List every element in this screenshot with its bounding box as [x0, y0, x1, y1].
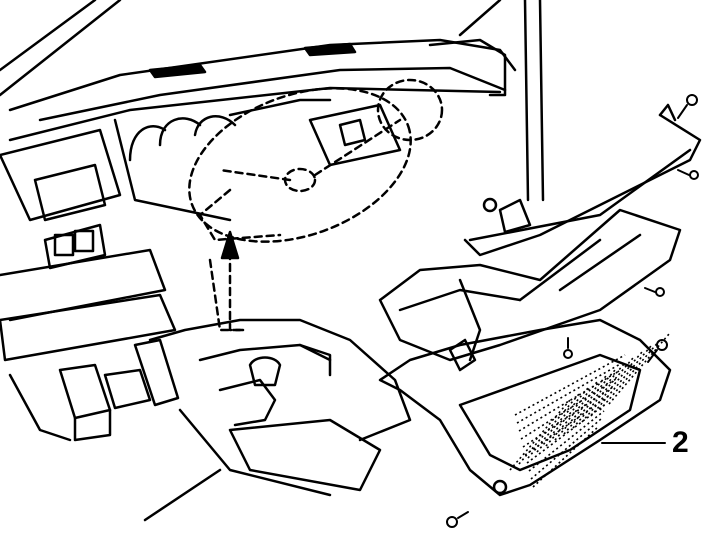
- upper-trim-bracket: [463, 103, 702, 257]
- pedal-assembly: [58, 338, 180, 442]
- windshield-frame: [0, 0, 545, 202]
- disassembly-arrow: [220, 230, 247, 332]
- left-vent-panel: [0, 128, 177, 442]
- steering-wheel-dashed: [188, 78, 444, 332]
- centre-console: [143, 318, 412, 522]
- lower-dashboard-trim-panel: [378, 318, 672, 497]
- callout-label-2: 2: [672, 426, 689, 459]
- glovebox-tray: [378, 208, 682, 362]
- instrument-cluster: [113, 98, 402, 222]
- dashboard-top: [8, 38, 517, 142]
- fastener-screws: [446, 94, 699, 528]
